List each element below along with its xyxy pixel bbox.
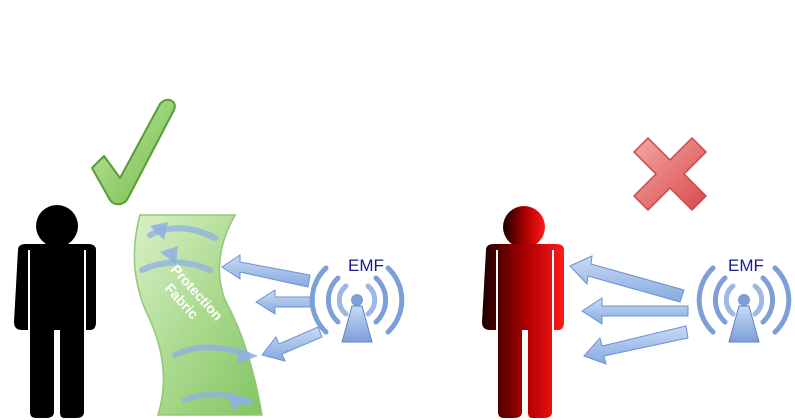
emf-label-left: EMF: [348, 256, 384, 275]
scene-protected: Protection Fabric: [14, 98, 405, 418]
emf-arrow: [221, 254, 311, 288]
emf-arrows-left: [221, 254, 323, 362]
person-unprotected: [482, 206, 564, 418]
emf-arrow: [255, 289, 313, 315]
emf-arrow: [583, 325, 689, 365]
emf-tower-icon-left: [309, 265, 405, 343]
emf-arrow: [261, 326, 323, 362]
cross-icon: [633, 137, 707, 211]
checkmark-icon: [91, 98, 176, 206]
scene-unprotected: [482, 137, 792, 418]
emf-label-right: EMF: [728, 256, 764, 275]
person-protected: [14, 205, 96, 418]
emf-arrow: [569, 255, 685, 303]
protection-fabric: Protection Fabric: [133, 214, 263, 416]
emf-arrow: [581, 297, 689, 325]
emf-arrows-right: [569, 255, 689, 365]
emf-tower-icon-right: [696, 265, 792, 343]
